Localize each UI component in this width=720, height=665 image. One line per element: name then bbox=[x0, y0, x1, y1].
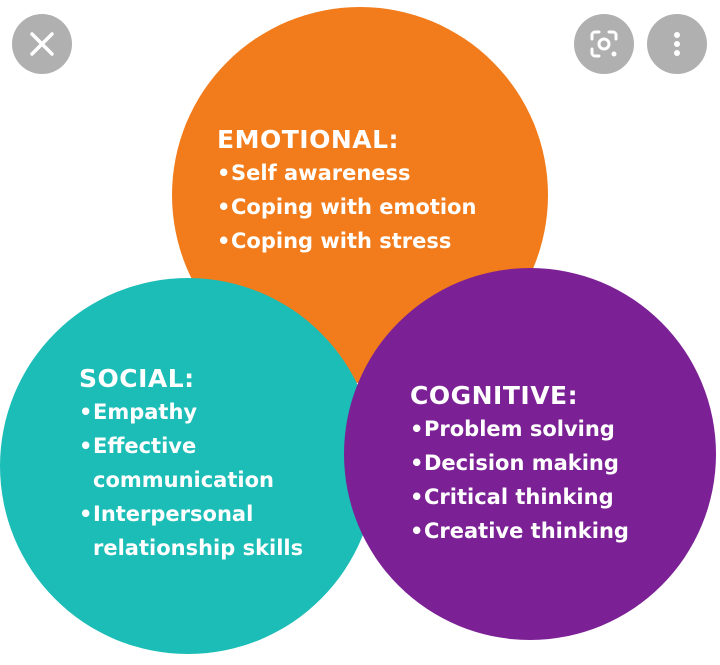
emotional-list: Self awareness Coping with emotion Copin… bbox=[217, 156, 476, 258]
list-item: Self awareness bbox=[217, 156, 476, 190]
close-icon bbox=[30, 32, 54, 56]
list-item: Coping with stress bbox=[217, 224, 476, 258]
list-item: Interpersonal relationship skills bbox=[79, 497, 329, 565]
cognitive-block: COGNITIVE: Problem solving Decision maki… bbox=[410, 380, 629, 548]
lens-search-icon bbox=[590, 30, 618, 58]
list-item: Creative thinking bbox=[410, 514, 629, 548]
social-heading: SOCIAL: bbox=[79, 364, 195, 393]
more-vertical-icon bbox=[674, 32, 680, 56]
social-list: Empathy Effective communication Interper… bbox=[79, 395, 329, 565]
more-options-button[interactable] bbox=[647, 14, 707, 74]
emotional-block: EMOTIONAL: Self awareness Coping with em… bbox=[217, 124, 476, 258]
social-block: SOCIAL: Empathy Effective communication … bbox=[79, 363, 329, 565]
list-item: Empathy bbox=[79, 395, 329, 429]
close-button[interactable] bbox=[12, 14, 72, 74]
list-item: Effective communication bbox=[79, 429, 329, 497]
list-item: Coping with emotion bbox=[217, 190, 476, 224]
cognitive-list: Problem solving Decision making Critical… bbox=[410, 412, 629, 548]
list-item: Problem solving bbox=[410, 412, 629, 446]
lens-search-button[interactable] bbox=[574, 14, 634, 74]
list-item: Critical thinking bbox=[410, 480, 629, 514]
list-item: Decision making bbox=[410, 446, 629, 480]
cognitive-heading: COGNITIVE: bbox=[410, 381, 579, 410]
emotional-heading: EMOTIONAL: bbox=[217, 125, 400, 154]
